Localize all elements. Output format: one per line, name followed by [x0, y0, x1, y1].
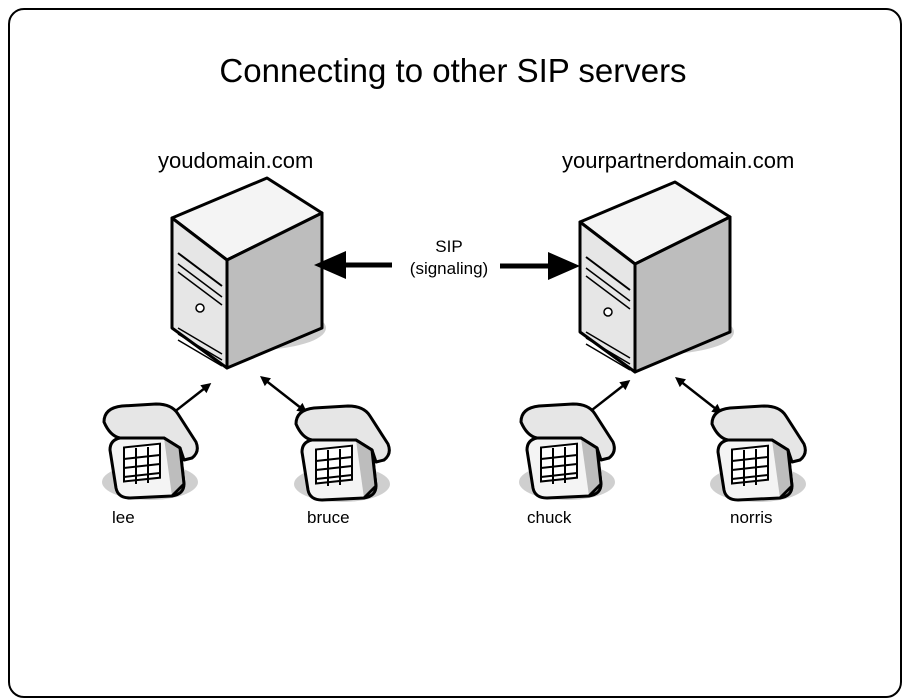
domain-label-right: yourpartnerdomain.com — [562, 148, 795, 173]
server-icon-right — [578, 180, 736, 374]
telephone-icon-bruce — [292, 404, 392, 504]
server-icon-left — [170, 176, 328, 370]
sip-protocol-label: SIP — [435, 237, 463, 256]
diagram-canvas — [100, 176, 808, 504]
telephone-icon-norris — [708, 404, 808, 504]
sip-arrow-left — [314, 251, 392, 279]
diagram-title: Connecting to other SIP servers — [219, 52, 687, 89]
phone-label-chuck: chuck — [527, 508, 572, 527]
domain-label-left: youdomain.com — [158, 148, 314, 173]
sip-connection-label: SIP (signaling) — [398, 236, 500, 280]
phone-label-bruce: bruce — [307, 508, 350, 527]
sip-description-label: (signaling) — [409, 259, 489, 278]
sip-arrow-right — [500, 252, 580, 280]
telephone-icon-lee — [100, 402, 200, 502]
telephone-icon-chuck — [517, 402, 617, 502]
phone-label-lee: lee — [112, 508, 135, 527]
phone-label-norris: norris — [730, 508, 773, 527]
